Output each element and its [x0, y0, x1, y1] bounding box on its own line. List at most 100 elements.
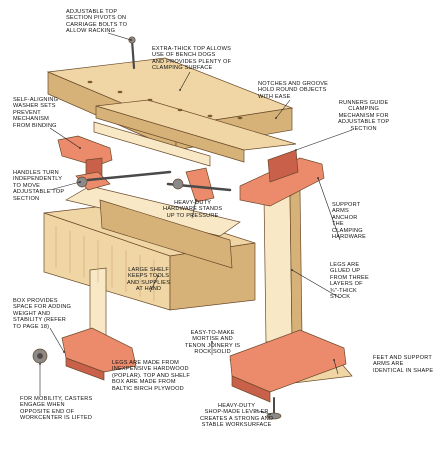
callout-line: PREVENT	[13, 109, 41, 116]
leader-dot	[157, 275, 159, 277]
bench-dog-hole	[87, 80, 93, 84]
callout-line: WITH EASE	[258, 93, 291, 100]
callout-line: SPACE FOR ADDING	[13, 304, 72, 311]
callout-line: ¾"-THICK	[330, 287, 357, 294]
callout-line: ADJUSTABLE TOP	[13, 189, 65, 196]
leader-dot	[79, 181, 81, 183]
leader-dot	[211, 341, 213, 343]
callout-line: BALTIC BIRCH PLYWOOD	[112, 385, 184, 392]
callout-line: HEAVY-DUTY	[218, 403, 256, 409]
callout-line: WEIGHT AND	[13, 310, 51, 317]
callout-line: EXTRA-THICK TOP ALLOWS	[152, 46, 232, 52]
callout-line: INEXPENSIVE HARDWOOD	[112, 366, 189, 373]
callout-line: CLAMPING	[332, 227, 363, 234]
callout-line: NOTCHES AND GROOVE	[258, 81, 329, 87]
leader-dot	[275, 117, 277, 119]
bench-dog-hole	[237, 116, 243, 120]
callout-line: ARMS	[332, 208, 349, 215]
callout-line: TO MOVE	[13, 182, 41, 189]
callout-line: CLAMPING SURFACE	[152, 65, 213, 72]
callout-line: INDEPENDENTLY	[13, 176, 63, 183]
callout-line: ROCK SOLID	[194, 349, 231, 356]
callout-line: TO PAGE 18)	[13, 323, 50, 330]
leader-line	[49, 327, 65, 353]
callout-line: WORKCENTER IS LIFTED	[20, 415, 93, 422]
leader-line	[49, 127, 81, 149]
callout-line: ANCHOR	[332, 214, 358, 221]
callout-line: IDENTICAL IN SHAPE	[373, 367, 434, 374]
hardware-parts	[32, 36, 282, 420]
leader-line	[107, 32, 132, 41]
callout-line: SECTION	[13, 195, 40, 202]
callout-line: MORTISE AND	[192, 336, 233, 343]
leader-line	[149, 275, 159, 293]
callout-line: FROM THREE	[330, 274, 369, 281]
callout-line: STABILITY (REFER	[13, 317, 67, 324]
callout-line: FOR MOBILITY, CASTERS	[20, 396, 93, 402]
right-handle-wheel	[172, 178, 184, 190]
leader-dot	[39, 363, 41, 365]
leader-dot	[333, 359, 335, 361]
right-support-arm	[239, 157, 325, 207]
leader-line	[295, 129, 353, 151]
runner-front	[93, 121, 211, 167]
callout-line: STOCK	[330, 294, 351, 301]
callout-line: FEET AND SUPPORT	[373, 355, 432, 361]
leader-dot	[79, 147, 81, 149]
leader-dot	[317, 177, 319, 179]
right-leg	[263, 195, 293, 343]
callout-line: AND PROVIDES PLENTY OF	[152, 58, 232, 65]
callout-line: FROM BINDING	[13, 122, 57, 129]
leader-dot	[269, 413, 271, 415]
bench-dog-hole	[147, 98, 153, 102]
callout-line: CARRIAGE BOLTS TO	[66, 21, 128, 28]
callout-line: HARDWARE	[332, 234, 367, 241]
adjustable-top-edge	[95, 105, 245, 163]
callout-line: MECHANISM FOR	[338, 112, 389, 119]
callout-line: AND SUPPLIES	[127, 279, 171, 286]
callout-line: ALLOW RACKING	[66, 28, 116, 35]
leader-line	[275, 99, 291, 119]
right-clamp-block	[185, 167, 215, 203]
callout-line: OPPOSITE END OF	[20, 408, 75, 415]
callout-line: TENON JOINERY IS	[185, 342, 241, 349]
carriage-bolt-head	[128, 36, 136, 44]
callout-line: STABLE WORKSURFACE	[201, 422, 272, 429]
right-support-arm-post	[267, 149, 299, 183]
right-leg-edge	[289, 189, 303, 341]
left-clamp-screw	[86, 170, 172, 182]
leader-dot	[63, 351, 65, 353]
callout-line: CLAMPING	[348, 106, 380, 113]
bench-dog-hole	[207, 114, 213, 118]
left-support-arm	[57, 135, 113, 167]
callout-line: (POPLAR). TOP AND SHELF	[112, 372, 190, 379]
leader-dot	[295, 149, 297, 151]
callout-line: THE	[332, 221, 344, 228]
leader-line	[191, 199, 197, 219]
left-handle-wheel	[76, 176, 88, 188]
callout-line: USE OF BENCH DOGS	[152, 52, 216, 59]
left-foot-edge	[65, 357, 105, 381]
leader-line	[254, 409, 271, 415]
callout-line: BOX PROVIDES	[13, 298, 58, 304]
callout-line: KEEPS TOOLS	[127, 273, 170, 280]
callout-line: ARMS ARE	[373, 361, 404, 368]
callout-line: ADJUSTABLE TOP	[338, 119, 390, 126]
bench-dog-hole	[177, 108, 183, 112]
leader-dot	[195, 199, 197, 201]
